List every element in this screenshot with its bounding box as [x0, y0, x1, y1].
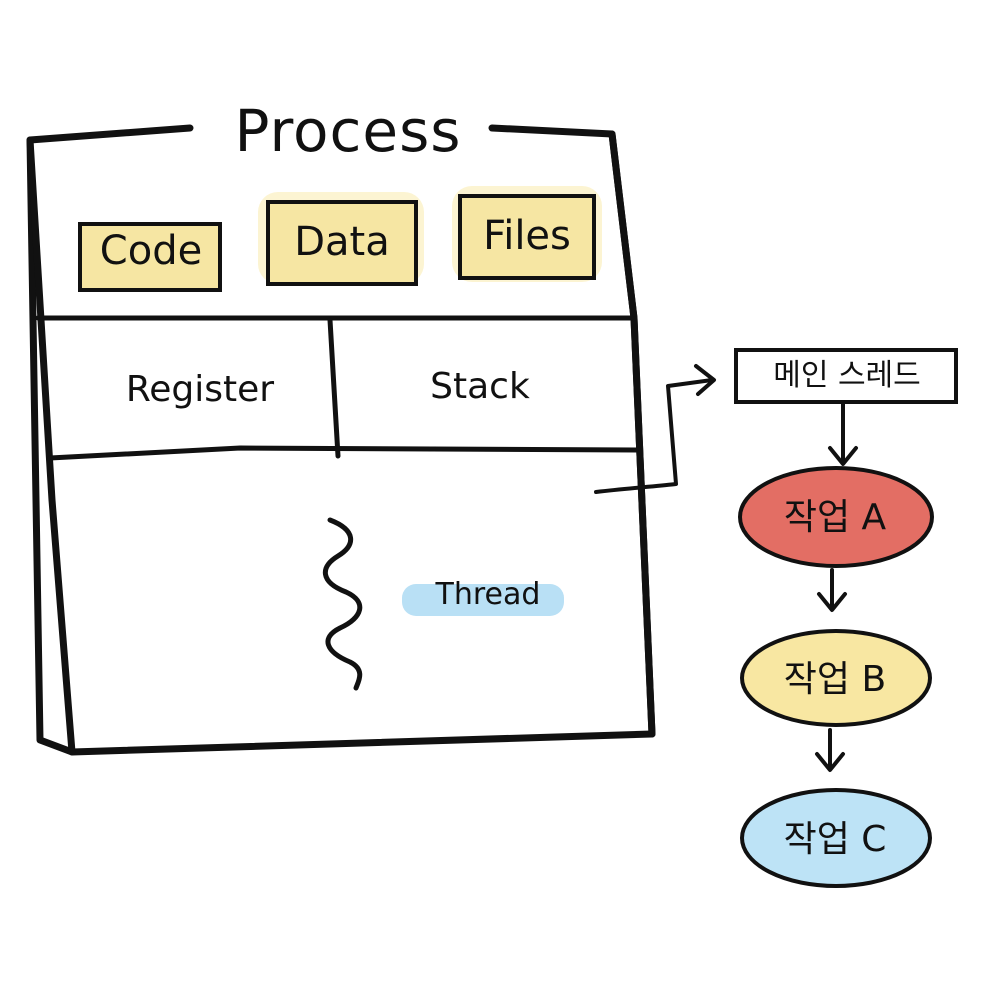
arrow-b-to-c-head [815, 752, 845, 772]
thread-connector-line [594, 378, 714, 494]
process-title: Process [234, 97, 462, 165]
process-box-left-side [26, 136, 76, 756]
thread-squiggle [323, 517, 363, 691]
arrow-main-to-a-head [828, 446, 858, 466]
thread-area-divider [47, 445, 639, 461]
task-a-ellipse [738, 466, 934, 568]
register-label: Register [125, 369, 275, 410]
files-label: Files [483, 213, 571, 259]
stack-label: Stack [430, 366, 530, 407]
arrow-a-to-b-head [817, 592, 847, 612]
thread-label: Thread [435, 577, 541, 612]
task-c-ellipse [740, 788, 932, 888]
process-box-right-side [608, 130, 656, 738]
thread-connector-arrowhead [694, 364, 716, 396]
code-box [78, 222, 222, 292]
task-a-label: 작업 A [783, 497, 887, 538]
main-thread-box [734, 348, 958, 404]
task-b-label: 작업 B [783, 659, 887, 700]
code-label: Code [99, 228, 203, 274]
register-stack-divider [327, 317, 341, 459]
main-thread-label: 메인 스레드 [773, 358, 921, 393]
thread-highlight [402, 584, 564, 616]
files-box [458, 194, 596, 280]
data-box [266, 200, 418, 286]
task-b-ellipse [740, 629, 932, 727]
data-label: Data [294, 219, 390, 265]
task-c-label: 작업 C [783, 819, 887, 860]
